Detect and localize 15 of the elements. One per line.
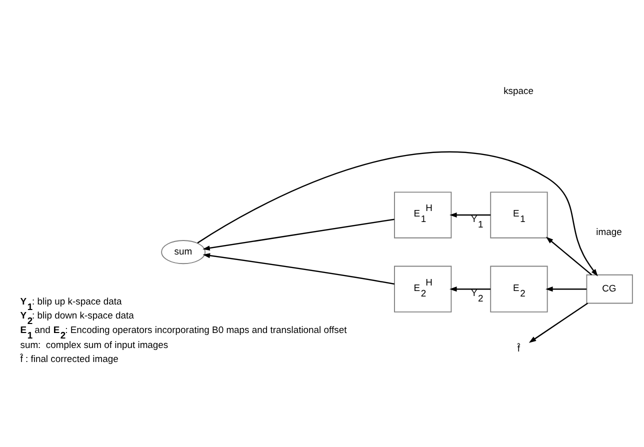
arrow <box>197 151 598 276</box>
arrow <box>202 218 394 251</box>
node-ellipse: sum <box>161 240 206 264</box>
node-box: CG <box>586 274 633 304</box>
label: sum: complex sum of input images <box>20 340 168 351</box>
arrow <box>546 236 592 276</box>
arrow <box>528 302 588 343</box>
arrow <box>202 253 395 285</box>
label: image <box>596 226 622 238</box>
arrow <box>546 286 587 292</box>
node-text: f̂ <box>517 343 520 354</box>
arrow <box>450 212 491 218</box>
label: kspace <box>504 86 534 97</box>
arrow <box>450 286 491 292</box>
label: f̂ : final corrected image <box>20 354 118 366</box>
